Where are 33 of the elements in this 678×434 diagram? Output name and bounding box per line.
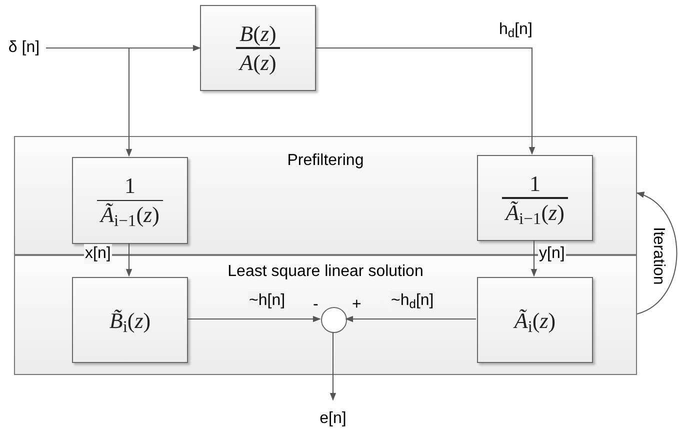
numerator: B(z) bbox=[238, 20, 278, 48]
transfer-function-block bbox=[477, 155, 593, 241]
edge-label: h$_{d}$[n] bbox=[498, 20, 534, 40]
transfer-function-block bbox=[477, 277, 593, 363]
denominator: A(z) bbox=[238, 48, 278, 76]
arrow bbox=[46, 48, 132, 157]
summing-junction bbox=[321, 307, 347, 333]
sign-label: - bbox=[313, 295, 318, 315]
edge-label: x[n] bbox=[84, 244, 112, 264]
transfer-function-block bbox=[72, 157, 188, 244]
transfer-function-block bbox=[200, 5, 316, 91]
transfer-function: B̃$_{i}$(z) bbox=[109, 306, 151, 336]
stage-title: Least square linear solution bbox=[226, 262, 424, 282]
transfer-function: Ã$_{i}$(z) bbox=[514, 306, 556, 336]
numerator: 1 bbox=[124, 172, 136, 200]
denominator: Ã$_{i−1}$(z) bbox=[504, 198, 566, 226]
curved-arrow bbox=[636, 192, 678, 314]
transfer-function-block bbox=[72, 277, 188, 363]
stage-title: Prefiltering bbox=[286, 151, 365, 171]
arrow bbox=[330, 332, 336, 401]
numerator: 1 bbox=[528, 170, 542, 198]
edge-label: ~h[n] bbox=[248, 291, 286, 311]
sign-label: + bbox=[352, 295, 362, 315]
arrow bbox=[186, 316, 321, 322]
arrow bbox=[316, 48, 536, 155]
denominator: Ã$_{i−1}$(z) bbox=[98, 201, 160, 229]
signal-label: e[n] bbox=[315, 408, 351, 430]
arrow bbox=[530, 240, 538, 277]
arrow bbox=[126, 242, 132, 277]
edge-label: ~h$_{d}$[n] bbox=[390, 291, 435, 311]
edge-label: y[n] bbox=[538, 244, 566, 264]
signal-label: δ [n] bbox=[4, 38, 44, 58]
arrow bbox=[345, 316, 476, 322]
